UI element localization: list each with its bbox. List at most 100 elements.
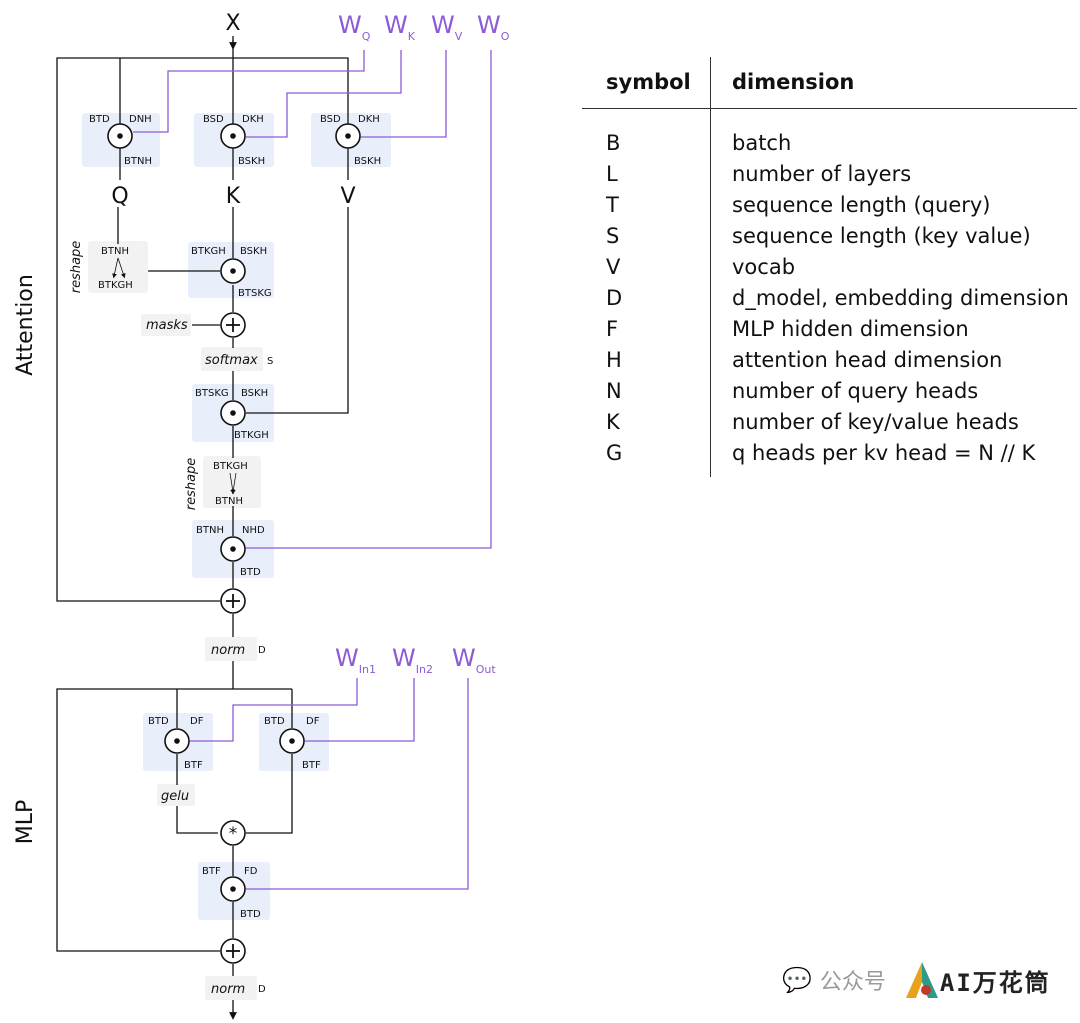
proj-k-out: BSKH bbox=[238, 156, 265, 167]
legend-symbol: D bbox=[606, 285, 623, 310]
watermark: 💬 公众号 AI万花筒 bbox=[782, 958, 1051, 1002]
legend-dimension: sequence length (key value) bbox=[732, 223, 1031, 248]
mlp-in1-right: DF bbox=[190, 716, 204, 727]
legend-dimension: sequence length (query) bbox=[732, 192, 991, 217]
mlp-out-left: BTF bbox=[202, 866, 221, 877]
transformer-diagram: * X WQ WK WV WO WIn1 WIn2 WOut Attention… bbox=[13, 11, 510, 1020]
mlp-in1-left: BTD bbox=[148, 716, 169, 727]
k-label: K bbox=[226, 184, 241, 209]
v-label: V bbox=[340, 184, 355, 209]
reshape1-bottom: BTKGH bbox=[98, 280, 133, 291]
softmax-axis: S bbox=[267, 356, 273, 367]
multiply-icon bbox=[220, 820, 246, 846]
in2-to-mult bbox=[246, 754, 293, 834]
norm1-axis: D bbox=[258, 645, 266, 656]
legend-symbol: G bbox=[606, 440, 623, 465]
reshape2-top: BTKGH bbox=[213, 461, 248, 472]
attnv-left: BTSKG bbox=[195, 388, 229, 399]
norm1-box bbox=[205, 637, 257, 661]
input-label: X bbox=[225, 11, 240, 36]
win1-line bbox=[190, 678, 358, 742]
mlp-in2-left: BTD bbox=[264, 716, 285, 727]
legend-symbol: H bbox=[606, 347, 622, 372]
softmax-label: softmax bbox=[205, 353, 258, 368]
weight-o-label: WO bbox=[477, 11, 510, 43]
section-attention-label: Attention bbox=[13, 274, 38, 376]
legend-dimension: vocab bbox=[732, 254, 796, 279]
wq-line bbox=[133, 50, 365, 133]
watermark-brand: AI万花筒 bbox=[939, 968, 1051, 997]
norm2-box bbox=[205, 976, 257, 1000]
legend-symbol: T bbox=[606, 192, 619, 217]
weight-k-label: WK bbox=[384, 11, 416, 43]
legend-divider bbox=[710, 57, 711, 477]
legend-header-symbol: symbol bbox=[606, 70, 691, 94]
proj-k-right: DKH bbox=[242, 114, 264, 125]
q-label: Q bbox=[111, 184, 128, 209]
legend-header: symbol dimension bbox=[582, 56, 1077, 109]
wk-line bbox=[246, 50, 402, 138]
legend-dimension: attention head dimension bbox=[732, 347, 1003, 372]
weight-in1-label: WIn1 bbox=[335, 644, 376, 676]
residual-mlp-line bbox=[56, 688, 220, 952]
legend-symbol: S bbox=[606, 223, 620, 248]
v-to-attnv bbox=[246, 207, 349, 414]
legend-dimension: number of query heads bbox=[732, 378, 979, 403]
weight-q-label: WQ bbox=[338, 11, 371, 43]
masks-label: masks bbox=[146, 318, 188, 333]
section-mlp-label: MLP bbox=[13, 800, 38, 845]
mlp-out-out: BTD bbox=[240, 909, 261, 920]
reshape1-top: BTNH bbox=[101, 246, 129, 257]
norm1-label: norm bbox=[211, 643, 245, 658]
attnv-out: BTKGH bbox=[234, 430, 269, 441]
gelu-label: gelu bbox=[161, 789, 189, 804]
svg-text:*: * bbox=[229, 824, 238, 844]
scores-right: BSKH bbox=[240, 246, 267, 257]
win2-line bbox=[305, 678, 415, 742]
reshape1-label: reshape bbox=[69, 241, 84, 294]
legend-dimension: q heads per kv head = N // K bbox=[732, 440, 1036, 465]
wout-line bbox=[246, 678, 469, 890]
gelu-to-mult bbox=[176, 806, 218, 834]
legend-header-dimension: dimension bbox=[732, 70, 855, 94]
scores-out: BTSKG bbox=[238, 288, 272, 299]
wechat-icon: 💬 bbox=[782, 966, 812, 994]
proj-q-out: BTNH bbox=[124, 156, 152, 167]
legend-symbol: L bbox=[606, 161, 618, 186]
legend-symbol: N bbox=[606, 378, 622, 403]
mlp-in2-right: DF bbox=[306, 716, 320, 727]
wv-line bbox=[361, 50, 447, 138]
legend-dimension: number of layers bbox=[732, 161, 912, 186]
weight-v-label: WV bbox=[431, 11, 463, 43]
reshape2-bottom: BTNH bbox=[215, 496, 243, 507]
legend-symbol: V bbox=[606, 254, 621, 279]
mlp-out-right: FD bbox=[244, 866, 258, 877]
legend-dimension: d_model, embedding dimension bbox=[732, 285, 1069, 310]
outproj-left: BTNH bbox=[196, 525, 224, 536]
weight-out-label: WOut bbox=[452, 644, 496, 676]
legend-symbol: B bbox=[606, 130, 621, 155]
residual-attn-line bbox=[56, 57, 220, 602]
norm2-axis: D bbox=[258, 984, 266, 995]
proj-k-left: BSD bbox=[203, 114, 224, 125]
brand-logo-icon bbox=[905, 962, 938, 998]
reshape1-box bbox=[88, 241, 148, 293]
watermark-text: 公众号 bbox=[819, 970, 886, 995]
norm2-label: norm bbox=[211, 982, 245, 997]
attnv-right: BSKH bbox=[241, 388, 268, 399]
mlp-in1-out: BTF bbox=[184, 760, 203, 771]
legend-dimension: MLP hidden dimension bbox=[732, 316, 969, 341]
